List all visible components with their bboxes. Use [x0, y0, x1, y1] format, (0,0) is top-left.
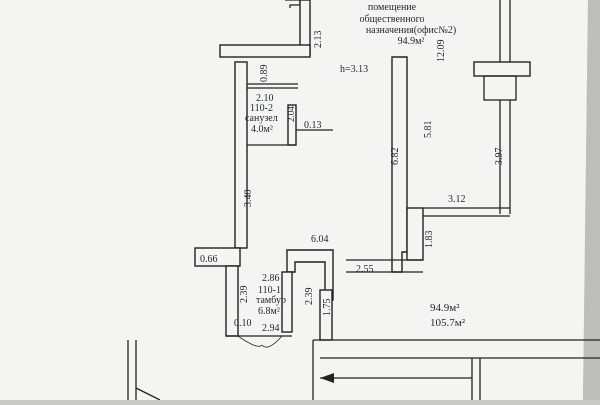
- office-area: 94.9м²: [398, 36, 425, 47]
- vestibule-area: 6.8м²: [258, 306, 280, 317]
- dim-0-10: 0.10: [234, 318, 252, 329]
- dim-6-04: 6.04: [311, 234, 329, 245]
- dim-2-10: 2.10: [256, 93, 274, 104]
- total-area-living: 94.9м²: [430, 302, 460, 314]
- dim-0-13: 0.13: [304, 120, 322, 131]
- office-label-line1: помещение: [368, 2, 417, 13]
- wall-066: [194, 247, 241, 267]
- dim-2-86: 2.86: [262, 273, 280, 284]
- lower-left-structure: [127, 340, 161, 401]
- right-bay-top: [473, 61, 531, 77]
- office-label-line2: общественного: [360, 14, 425, 25]
- dim-2-04: 2.04: [286, 106, 296, 122]
- total-area-overall: 105.7м²: [430, 317, 466, 329]
- wc-number: 110-2: [250, 103, 273, 114]
- dim-1-83: 1.83: [424, 231, 435, 249]
- office-label-line3: назначения(офис№2): [366, 25, 456, 36]
- dim-1-75: 1.75: [322, 299, 333, 317]
- dim-5-81: 5.81: [423, 121, 434, 139]
- dim-2-39-right: 2.39: [304, 288, 315, 306]
- vestibule-name: тамбур: [256, 295, 286, 306]
- dim-6-82: 6.82: [390, 148, 401, 166]
- entrance-door-arc: [237, 335, 283, 348]
- paper-edge-shadow: [583, 0, 600, 400]
- wc-area: 4.0м²: [251, 124, 273, 135]
- dim-0-66: 0.66: [200, 254, 218, 265]
- dim-12-09: 12.09: [436, 40, 447, 63]
- dim-3-97: 3.97: [494, 148, 505, 166]
- vestibule-right-wall: [281, 271, 293, 333]
- vestibule-number: 110-1: [258, 285, 281, 296]
- dim-2-13: 2.13: [313, 31, 324, 49]
- ceiling-height: h=3.13: [340, 64, 368, 75]
- wc-name: санузел: [245, 113, 278, 124]
- dim-3-40: 3.40: [243, 190, 254, 208]
- paper-sheet: [0, 0, 588, 400]
- dim-0-89: 0.89: [259, 65, 270, 83]
- upper-wall-horizontal: [219, 44, 311, 58]
- partition-return: [406, 207, 424, 261]
- dim-2-39-left: 2.39: [239, 286, 250, 304]
- left-corridor-wall: [234, 61, 248, 249]
- dim-2-55: 2.55: [356, 264, 374, 275]
- entrance-arrow-head: [320, 373, 334, 383]
- dim-3-12: 3.12: [448, 194, 466, 205]
- dim-2-94: 2.94: [262, 323, 280, 334]
